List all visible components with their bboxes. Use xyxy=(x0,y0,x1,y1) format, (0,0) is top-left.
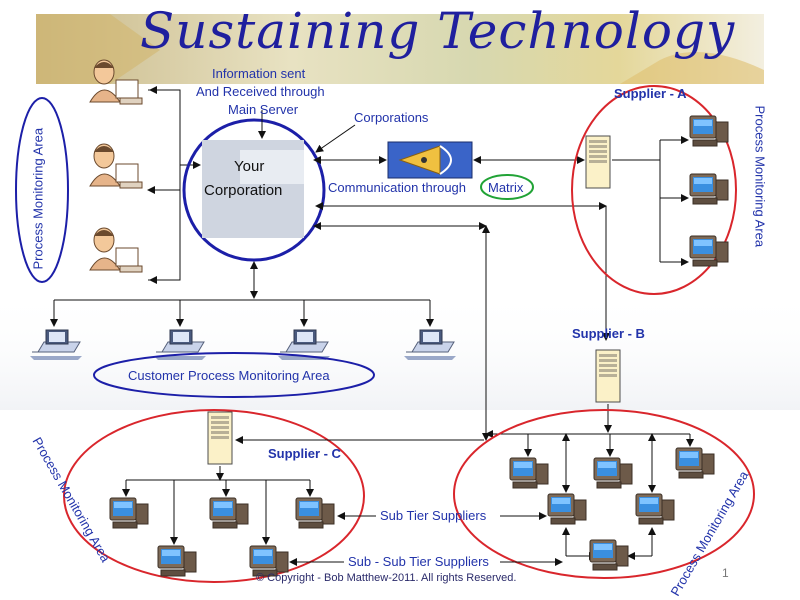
supplier-c-label: Supplier - C xyxy=(268,446,341,461)
matrix-label: Matrix xyxy=(488,180,524,195)
monitor-computer-icon xyxy=(547,493,587,525)
sub-tier-label: Sub Tier Suppliers xyxy=(380,508,487,523)
sub-sub-tier-label: Sub - Sub Tier Suppliers xyxy=(348,554,489,569)
monitor-computer-icon xyxy=(689,235,729,267)
your-label: Your xyxy=(234,158,265,175)
monitor-computer-icon xyxy=(157,545,197,577)
monitor-computer-icon xyxy=(689,173,729,205)
monitor-computer-icon xyxy=(689,115,729,147)
your-corporation-circle xyxy=(182,118,326,262)
server-tower-icon xyxy=(207,411,233,465)
monitor-computer-icon xyxy=(635,493,675,525)
customer-process-monitoring-ellipse xyxy=(93,352,375,398)
copyright-notice: © Copyright - Bob Matthew-2011. All righ… xyxy=(256,572,517,584)
main-server-label: Main Server xyxy=(228,102,299,117)
received-label: And Received through xyxy=(196,84,325,99)
customer-area-label: Customer Process Monitoring Area xyxy=(128,368,330,383)
pma-right-label: Process Monitoring Area xyxy=(752,105,768,248)
monitor-computer-icon xyxy=(295,497,335,529)
communication-label: Communication through xyxy=(328,180,467,195)
corporation-label: Corporation xyxy=(204,182,283,199)
info-sent-label: Information sent xyxy=(212,66,306,81)
supplier-b-ellipse xyxy=(453,409,755,579)
supplier-a-label: Supplier - A xyxy=(614,86,687,101)
server-tower-icon xyxy=(585,135,611,189)
person-at-computer-icon xyxy=(89,227,143,273)
monitor-computer-icon xyxy=(109,497,149,529)
monitor-computer-icon xyxy=(209,497,249,529)
monitor-computer-icon xyxy=(593,457,633,489)
server-tower-icon xyxy=(595,349,621,403)
supplier-c-ellipse xyxy=(63,409,365,583)
monitor-computer-icon xyxy=(589,539,629,571)
person-at-computer-icon xyxy=(89,143,143,189)
satellite-dish-icon xyxy=(387,141,473,179)
supplier-a-ellipse xyxy=(571,85,737,295)
corporations-label: Corporations xyxy=(354,110,429,125)
page-number: 1 xyxy=(722,566,729,580)
process-monitoring-left-ellipse xyxy=(15,97,69,283)
supplier-b-label: Supplier - B xyxy=(572,326,645,341)
monitor-computer-icon xyxy=(675,447,715,479)
monitor-computer-icon xyxy=(509,457,549,489)
matrix-highlight-ellipse xyxy=(480,174,534,200)
slide-title: Sustaining Technology xyxy=(140,2,736,60)
pma-left-label: Process Monitoring Area xyxy=(30,127,46,270)
